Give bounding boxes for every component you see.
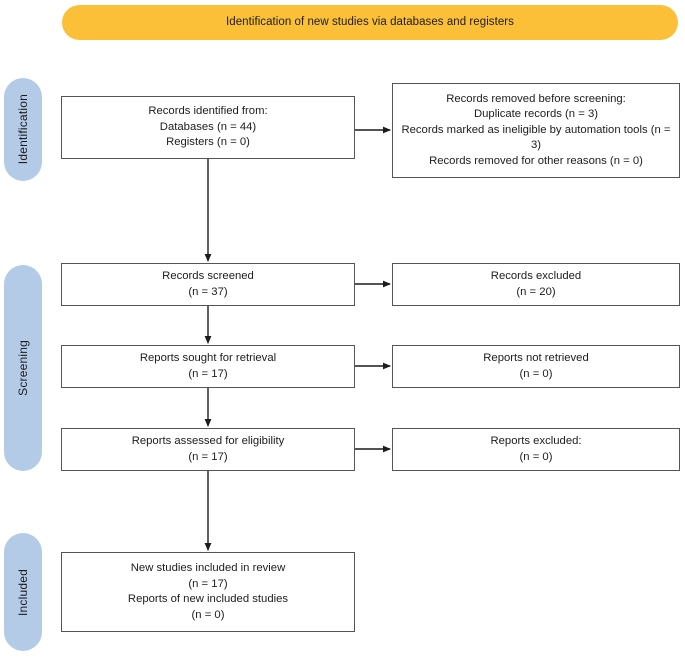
node-line: Reports not retrieved: [483, 352, 589, 364]
node-records-excluded: Records excluded (n = 20): [392, 263, 680, 306]
node-line: (n = 20): [516, 285, 556, 298]
node-line: Records excluded: [490, 270, 582, 282]
node-line: Duplicate records (n = 3): [473, 108, 598, 121]
node-records-removed-before-screening: Records removed before screening: Duplic…: [392, 83, 680, 178]
node-reports-assessed-for-eligibility: Reports assessed for eligibility (n = 17…: [61, 428, 355, 471]
node-line: Reports sought for retrieval: [139, 352, 277, 364]
node-line: (n = 17): [188, 367, 228, 380]
node-line: (n = 17): [188, 577, 228, 590]
node-line: Records removed before screening:: [446, 92, 626, 105]
banner-title: Identification of new studies via databa…: [226, 15, 514, 28]
node-line: New studies included in review: [130, 562, 286, 574]
node-records-identified: Records identified from: Databases (n = …: [61, 96, 355, 159]
stage-label-screening: Screening: [4, 265, 42, 471]
node-line: Reports excluded:: [490, 435, 582, 447]
node-line: Records removed for other reasons (n = 0…: [429, 154, 643, 167]
node-line: (n = 0): [519, 450, 553, 463]
node-line: (n = 37): [188, 285, 228, 298]
node-line: Databases (n = 44): [159, 120, 257, 133]
diagram-banner: Identification of new studies via databa…: [62, 5, 678, 40]
node-line: (n = 0): [519, 367, 553, 380]
stage-label-screening-text: Screening: [16, 340, 30, 396]
node-reports-excluded: Reports excluded: (n = 0): [392, 428, 680, 471]
node-line: (n = 17): [188, 450, 228, 463]
stage-label-identification-text: Identification: [16, 94, 30, 165]
node-records-screened: Records screened (n = 37): [61, 263, 355, 306]
node-line: (n = 0): [191, 608, 225, 621]
node-line: Reports of new included studies: [127, 593, 289, 605]
node-line: Records marked as ineligible by automati…: [401, 123, 671, 152]
node-line: Records identified from:: [148, 105, 268, 118]
node-new-studies-included: New studies included in review (n = 17) …: [61, 552, 355, 632]
node-reports-not-retrieved: Reports not retrieved (n = 0): [392, 345, 680, 388]
node-reports-sought-for-retrieval: Reports sought for retrieval (n = 17): [61, 345, 355, 388]
node-line: Reports assessed for eligibility: [131, 435, 285, 447]
node-line: Registers (n = 0): [166, 136, 250, 149]
node-line: Records screened: [162, 270, 254, 282]
stage-label-included-text: Included: [16, 568, 30, 616]
stage-label-included: Included: [4, 533, 42, 651]
stage-label-identification: Identification: [4, 78, 42, 181]
